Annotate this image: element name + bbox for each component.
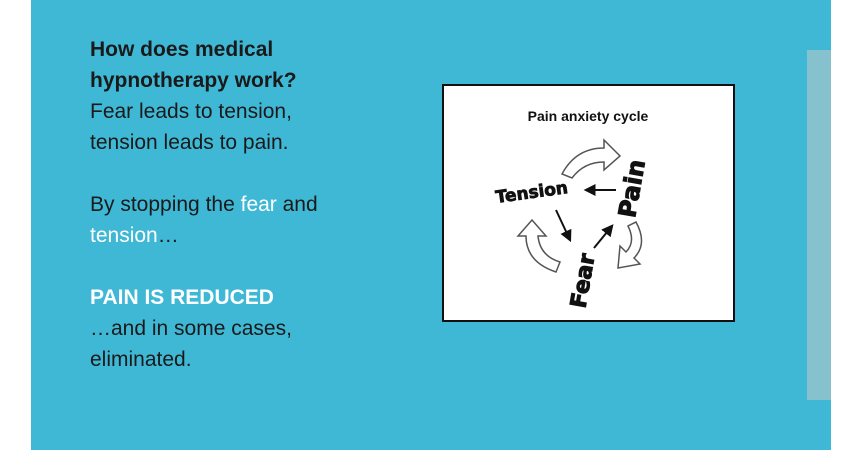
text-line-5: …and in some cases, — [90, 317, 292, 340]
paragraph-fear-tension: Fear leads to tension, tension leads to … — [90, 96, 410, 158]
curved-arrow-left — [516, 218, 562, 273]
slide-text: How does medical hypnotherapy work? Fear… — [90, 34, 410, 375]
label-pain: Pain — [613, 157, 651, 219]
highlight-fear: fear — [240, 193, 277, 216]
highlight-tension: tension — [90, 224, 158, 247]
cycle-diagram: Pain anxiety cycle Tension Pain Fear — [494, 108, 651, 311]
text-line-4: … — [157, 224, 179, 247]
spacer — [90, 251, 410, 282]
text-line-1: Fear leads to tension, — [90, 100, 292, 123]
text-line-3b: and — [276, 193, 318, 216]
text-line-2: tension leads to pain. — [90, 131, 289, 154]
slide-heading: How does medical hypnotherapy work? — [90, 34, 410, 96]
pain-reduced-text: PAIN IS REDUCED — [90, 286, 274, 309]
heading-line-2: hypnotherapy work? — [90, 69, 297, 92]
curved-arrow-right — [617, 221, 643, 269]
arrow-fear-to-pain — [593, 224, 614, 249]
curved-arrow-top — [560, 138, 622, 179]
arrow-tension-to-fear — [555, 209, 572, 243]
label-fear: Fear — [567, 252, 601, 310]
label-tension: Tension — [494, 178, 569, 208]
text-line-6: eliminated. — [90, 348, 192, 371]
text-line-3a: By stopping the — [90, 193, 241, 216]
paragraph-result: PAIN IS REDUCED …and in some cases, elim… — [90, 282, 410, 375]
figure-title: Pain anxiety cycle — [528, 108, 649, 124]
spacer — [90, 158, 410, 189]
heading-line-1: How does medical — [90, 38, 274, 61]
side-scrollbar — [807, 50, 831, 400]
paragraph-stopping: By stopping the fear and tension… — [90, 189, 410, 251]
pain-anxiety-cycle-figure: Pain anxiety cycle Tension Pain Fear — [442, 84, 735, 322]
